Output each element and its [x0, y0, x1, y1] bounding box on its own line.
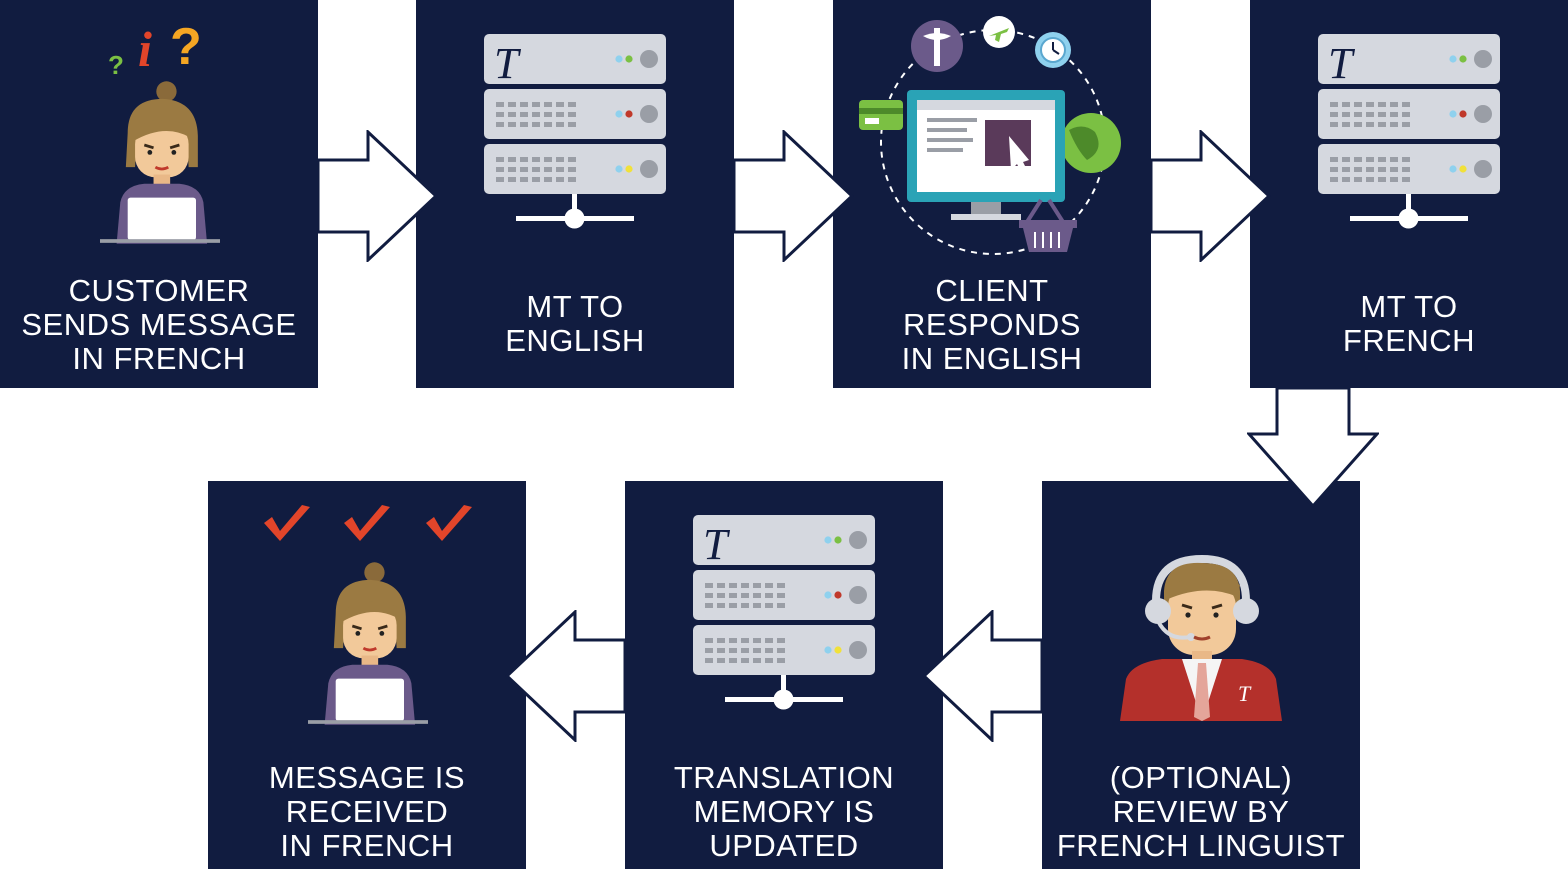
arrow-left-1 [921, 610, 1044, 742]
woman-at-laptop-icon [100, 79, 220, 246]
customer-question-illustration: ? i ? [100, 18, 220, 246]
checkmark-icon [426, 505, 472, 541]
clock-icon [1035, 32, 1071, 68]
checkmark-icon [344, 505, 390, 541]
globe-icon [1061, 113, 1121, 173]
headset-agent-icon [1120, 559, 1282, 721]
server-rack-icon [484, 34, 666, 229]
medical-icon [911, 20, 963, 72]
question-mark-icon: ? [108, 50, 124, 80]
plane-icon [983, 16, 1015, 48]
computer-monitor-icon [907, 90, 1065, 220]
question-mark-icon: ? [170, 18, 202, 76]
arrow-right-3 [1149, 130, 1272, 262]
arrow-right-2 [732, 130, 855, 262]
arrow-left-2 [504, 610, 627, 742]
arrow-down [1247, 386, 1379, 509]
server-rack-icon [693, 515, 875, 710]
checkmark-icon [264, 505, 310, 541]
credit-card-icon [859, 100, 903, 130]
shopping-basket-icon [1019, 198, 1077, 252]
arrow-right-1 [316, 130, 439, 262]
info-icon: i [138, 21, 152, 77]
woman-at-laptop-icon [308, 560, 428, 727]
server-rack-icon [1318, 34, 1500, 229]
client-computer-illustration [859, 16, 1121, 255]
